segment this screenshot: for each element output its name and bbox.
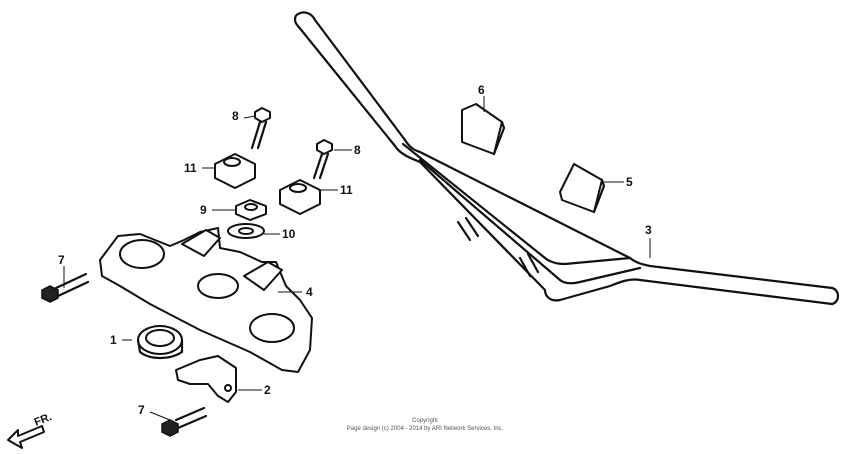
callout-2: 2 — [264, 383, 271, 397]
copyright-notice: Page design (c) 2004 - 2014 by ARI Netwo… — [347, 426, 504, 432]
pinch-bolt-upper[interactable] — [41, 272, 90, 303]
handlebar-holder-upper-left[interactable] — [214, 153, 256, 189]
callout-8-left: 8 — [232, 109, 239, 123]
leader-lines — [63, 96, 651, 421]
steering-stem-nut[interactable] — [235, 199, 267, 221]
callout-5: 5 — [626, 175, 633, 189]
handlebar-pad-upper[interactable] — [461, 103, 506, 156]
callout-7-upper: 7 — [58, 253, 65, 267]
callout-3: 3 — [645, 223, 652, 237]
handlebar-pad-lower[interactable] — [559, 163, 606, 214]
bolt-upper-left[interactable] — [250, 107, 271, 150]
washer[interactable] — [227, 223, 265, 239]
handlebar[interactable] — [293, 11, 840, 306]
callout-6: 6 — [478, 83, 485, 97]
callout-9: 9 — [200, 203, 207, 217]
callout-8-right: 8 — [354, 143, 361, 157]
dust-seal[interactable] — [136, 325, 184, 360]
callout-1: 1 — [110, 333, 117, 347]
cable-guide-clamp[interactable] — [175, 355, 237, 403]
front-direction-label: FR. — [33, 411, 54, 429]
top-bridge[interactable] — [99, 227, 313, 373]
callout-7-lower: 7 — [138, 403, 145, 417]
bolt-upper-right[interactable] — [312, 139, 333, 180]
callout-4: 4 — [306, 285, 313, 299]
copyright-title: Copyright — [412, 418, 438, 424]
callout-11-left: 11 — [184, 161, 197, 175]
callout-11-right: 11 — [340, 183, 353, 197]
handlebar-holder-upper-right[interactable] — [279, 179, 321, 215]
front-direction-arrow: FR. — [7, 411, 54, 449]
callout-10: 10 — [282, 227, 296, 241]
pinch-bolt-lower[interactable] — [161, 406, 208, 437]
